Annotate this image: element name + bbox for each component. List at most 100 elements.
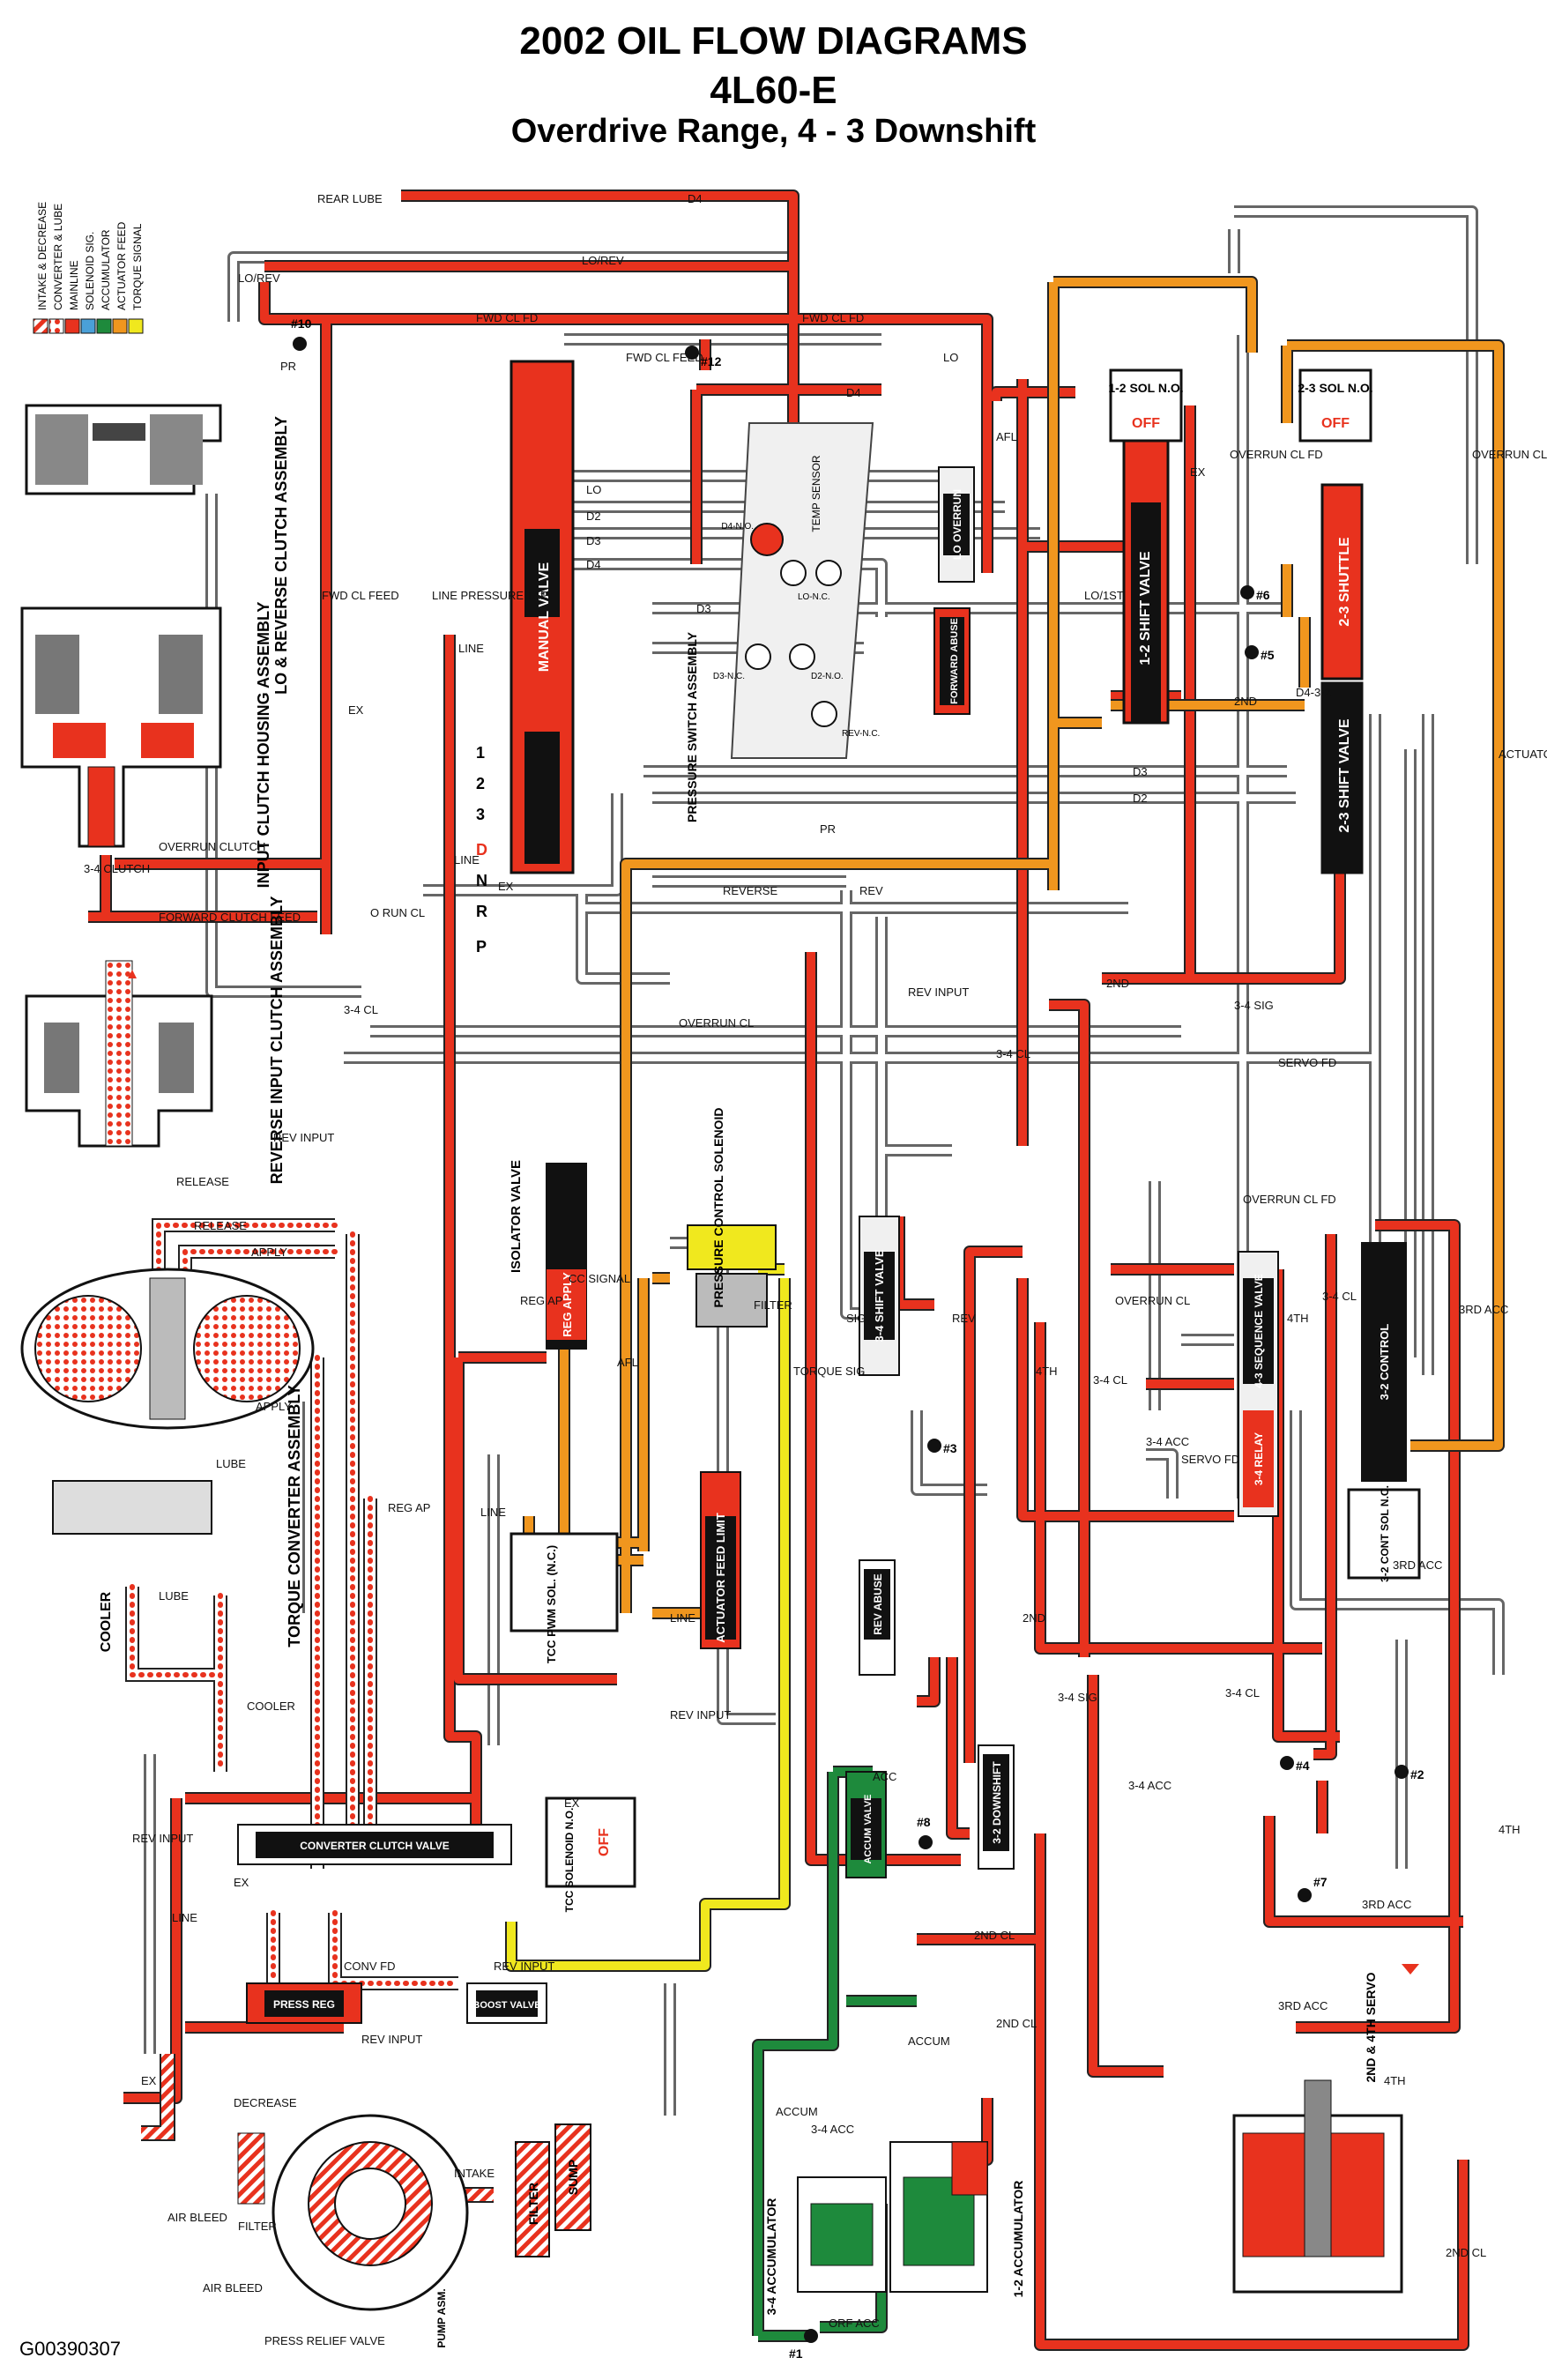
- svg-text:FWD CL FD: FWD CL FD: [802, 311, 864, 324]
- svg-text:#2: #2: [1410, 1767, 1424, 1781]
- pressure-control-solenoid[interactable]: PRESSURE CONTROL SOLENOID: [687, 1108, 777, 1328]
- svg-text:3-4 SHIFT VALVE: 3-4 SHIFT VALVE: [873, 1249, 886, 1342]
- tcc-pwm-solenoid[interactable]: TCC PWM SOL. (N.C.): [509, 1532, 619, 1663]
- svg-text:REVERSE: REVERSE: [723, 884, 777, 897]
- svg-text:3-4 ACC: 3-4 ACC: [811, 2123, 854, 2136]
- svg-text:REG AP: REG AP: [520, 1294, 562, 1307]
- svg-text:3-4 ACC: 3-4 ACC: [1146, 1435, 1189, 1448]
- svg-text:D4-N.O.: D4-N.O.: [721, 522, 754, 532]
- svg-text:AFL: AFL: [996, 430, 1017, 443]
- svg-text:EX: EX: [498, 880, 514, 893]
- svg-text:CONVERTER CLUTCH VALVE: CONVERTER CLUTCH VALVE: [300, 1840, 450, 1852]
- svg-text:REV INPUT: REV INPUT: [273, 1131, 334, 1144]
- svg-text:3-4 CL: 3-4 CL: [996, 1047, 1030, 1060]
- svg-text:LO/REV: LO/REV: [582, 254, 624, 267]
- svg-text:LINE: LINE: [670, 1611, 695, 1625]
- svg-text:AIR BLEED: AIR BLEED: [203, 2281, 263, 2294]
- svg-text:R: R: [476, 903, 487, 920]
- cooler: COOLER: [52, 1480, 212, 1652]
- isolator-valve[interactable]: REG APPLY ISOLATOR VALVE: [509, 1160, 587, 1350]
- svg-text:REG AP: REG AP: [388, 1501, 430, 1514]
- svg-text:ACCUM: ACCUM: [908, 2034, 950, 2048]
- svg-text:3: 3: [476, 806, 485, 823]
- svg-text:ISOLATOR VALVE: ISOLATOR VALVE: [509, 1160, 524, 1273]
- svg-text:4TH: 4TH: [1287, 1312, 1309, 1325]
- legend-accumulator: ACCUMULATOR: [96, 229, 112, 334]
- svg-text:CONV FD: CONV FD: [344, 1960, 396, 1973]
- svg-text:2ND CL: 2ND CL: [1446, 2246, 1486, 2259]
- svg-text:FILTER: FILTER: [754, 1298, 792, 1312]
- svg-text:REV: REV: [859, 884, 883, 897]
- svg-text:INTAKE & DECREASE: INTAKE & DECREASE: [36, 202, 48, 310]
- svg-text:4TH: 4TH: [1499, 1823, 1521, 1836]
- rev-abuse-valve[interactable]: REV ABUSE: [859, 1559, 896, 1676]
- svg-text:INPUT CLUTCH HOUSING ASSEMBLY: INPUT CLUTCH HOUSING ASSEMBLY: [255, 602, 272, 889]
- svg-text:REVERSE INPUT CLUTCH ASSEMBLY: REVERSE INPUT CLUTCH ASSEMBLY: [268, 896, 286, 1185]
- svg-text:2ND CL: 2ND CL: [974, 1929, 1015, 1942]
- shift-valve-1-2[interactable]: 1-2 SHIFT VALVE: [1122, 439, 1170, 725]
- svg-text:COOLER: COOLER: [247, 1699, 295, 1713]
- svg-text:SUMP: SUMP: [566, 2160, 580, 2195]
- tcc-solenoid[interactable]: TCC SOLENOID N.O. OFF: [545, 1796, 636, 1912]
- svg-text:RELEASE: RELEASE: [176, 1175, 229, 1188]
- svg-text:EX: EX: [234, 1876, 249, 1889]
- svg-text:ORF ACC: ORF ACC: [829, 2317, 880, 2330]
- shift-valve-2-3[interactable]: 2-3 SHIFT VALVE: [1320, 681, 1364, 874]
- solenoid-1-2[interactable]: 1-2 SOL N.O. OFF: [1108, 368, 1184, 443]
- downshift-valve-3-2[interactable]: 3-2 DOWNSHIFT: [978, 1744, 1015, 1870]
- flow-arrows: [128, 229, 1459, 1975]
- svg-text:COOLER: COOLER: [99, 1591, 114, 1652]
- servo-2nd-4th: 2ND & 4TH SERVO: [1232, 1972, 1403, 2294]
- svg-text:EX: EX: [348, 703, 364, 717]
- svg-text:D: D: [476, 841, 487, 859]
- svg-text:CC SIGNAL: CC SIGNAL: [569, 1272, 630, 1285]
- actuator-feed-limit-valve[interactable]: ACTUATOR FEED LIMIT: [700, 1471, 741, 1649]
- lo-reverse-clutch-assembly: LO & REVERSE CLUTCH ASSEMBLY: [25, 404, 290, 695]
- svg-text:LINE: LINE: [480, 1506, 506, 1519]
- svg-text:FORWARD CLUTCH FEED: FORWARD CLUTCH FEED: [159, 911, 301, 924]
- svg-text:PRESS RELIEF VALVE: PRESS RELIEF VALVE: [264, 2334, 385, 2347]
- svg-text:TEMP SENSOR: TEMP SENSOR: [810, 455, 822, 532]
- control-valve-3-2[interactable]: 3-2 CONTROL: [1361, 1242, 1407, 1482]
- svg-text:REG APPLY: REG APPLY: [561, 1272, 574, 1337]
- svg-text:REV-N.C.: REV-N.C.: [842, 729, 880, 739]
- reverse-input-clutch-assembly: REVERSE INPUT CLUTCH ASSEMBLY: [25, 896, 286, 1185]
- control-solenoid-3-2[interactable]: 3-2 CONT SOL N.C.: [1347, 1485, 1421, 1582]
- forward-abuse-valve[interactable]: FORWARD ABUSE: [933, 607, 971, 715]
- svg-text:ACCUM VALVE: ACCUM VALVE: [863, 1794, 874, 1863]
- svg-text:D3-N.C.: D3-N.C.: [713, 672, 745, 681]
- svg-text:#1: #1: [789, 2347, 803, 2361]
- svg-text:3-4 CL: 3-4 CL: [1093, 1373, 1127, 1387]
- svg-text:4-3 SEQUENCE VALVE: 4-3 SEQUENCE VALVE: [1253, 1274, 1265, 1388]
- manual-valve[interactable]: MANUAL VALVE: [509, 360, 575, 874]
- accum-valve[interactable]: ACCUM VALVE: [845, 1771, 887, 1878]
- svg-text:LINE: LINE: [454, 853, 480, 866]
- svg-text:D4: D4: [586, 558, 601, 571]
- svg-text:D4: D4: [846, 386, 861, 399]
- svg-text:OVERRUN CL FD: OVERRUN CL FD: [1230, 448, 1323, 461]
- converter-clutch-valve[interactable]: CONVERTER CLUTCH VALVE: [237, 1824, 512, 1865]
- svg-text:2ND: 2ND: [1023, 1611, 1045, 1625]
- lo-overrun-valve[interactable]: LO OVERRUN: [938, 466, 975, 583]
- svg-text:3-4 SIG: 3-4 SIG: [1058, 1691, 1097, 1704]
- svg-text:LO/1ST: LO/1ST: [1084, 589, 1124, 602]
- svg-text:3-4 ACCUMULATOR: 3-4 ACCUMULATOR: [764, 2198, 778, 2316]
- svg-text:#4: #4: [1296, 1759, 1310, 1773]
- shift-valve-3-4[interactable]: 3-4 SHIFT VALVE: [859, 1216, 900, 1376]
- svg-text:PR: PR: [820, 822, 836, 836]
- svg-text:2ND CL: 2ND CL: [996, 2017, 1037, 2030]
- svg-text:1-2 SHIFT VALVE: 1-2 SHIFT VALVE: [1138, 551, 1153, 666]
- sequence-valve-4-3[interactable]: 4-3 SEQUENCE VALVE 3-4 RELAY: [1238, 1251, 1279, 1517]
- shuttle-2-3[interactable]: 2-3 SHUTTLE: [1320, 483, 1364, 681]
- solenoid-2-3[interactable]: 2-3 SOL N.O. OFF: [1298, 368, 1373, 443]
- pressure-regulator-valve[interactable]: PRESS REG: [246, 1982, 362, 2024]
- svg-text:LUBE: LUBE: [216, 1457, 246, 1470]
- svg-text:SERVO FD: SERVO FD: [1278, 1056, 1336, 1069]
- svg-text:INTAKE: INTAKE: [454, 2167, 495, 2180]
- svg-text:#10: #10: [291, 316, 312, 331]
- diagram-title: 2002 OIL FLOW DIAGRAMS: [519, 19, 1028, 63]
- boost-valve[interactable]: BOOST VALVE: [466, 1982, 547, 2024]
- svg-text:D3: D3: [696, 602, 711, 615]
- svg-text:#6: #6: [1256, 588, 1270, 602]
